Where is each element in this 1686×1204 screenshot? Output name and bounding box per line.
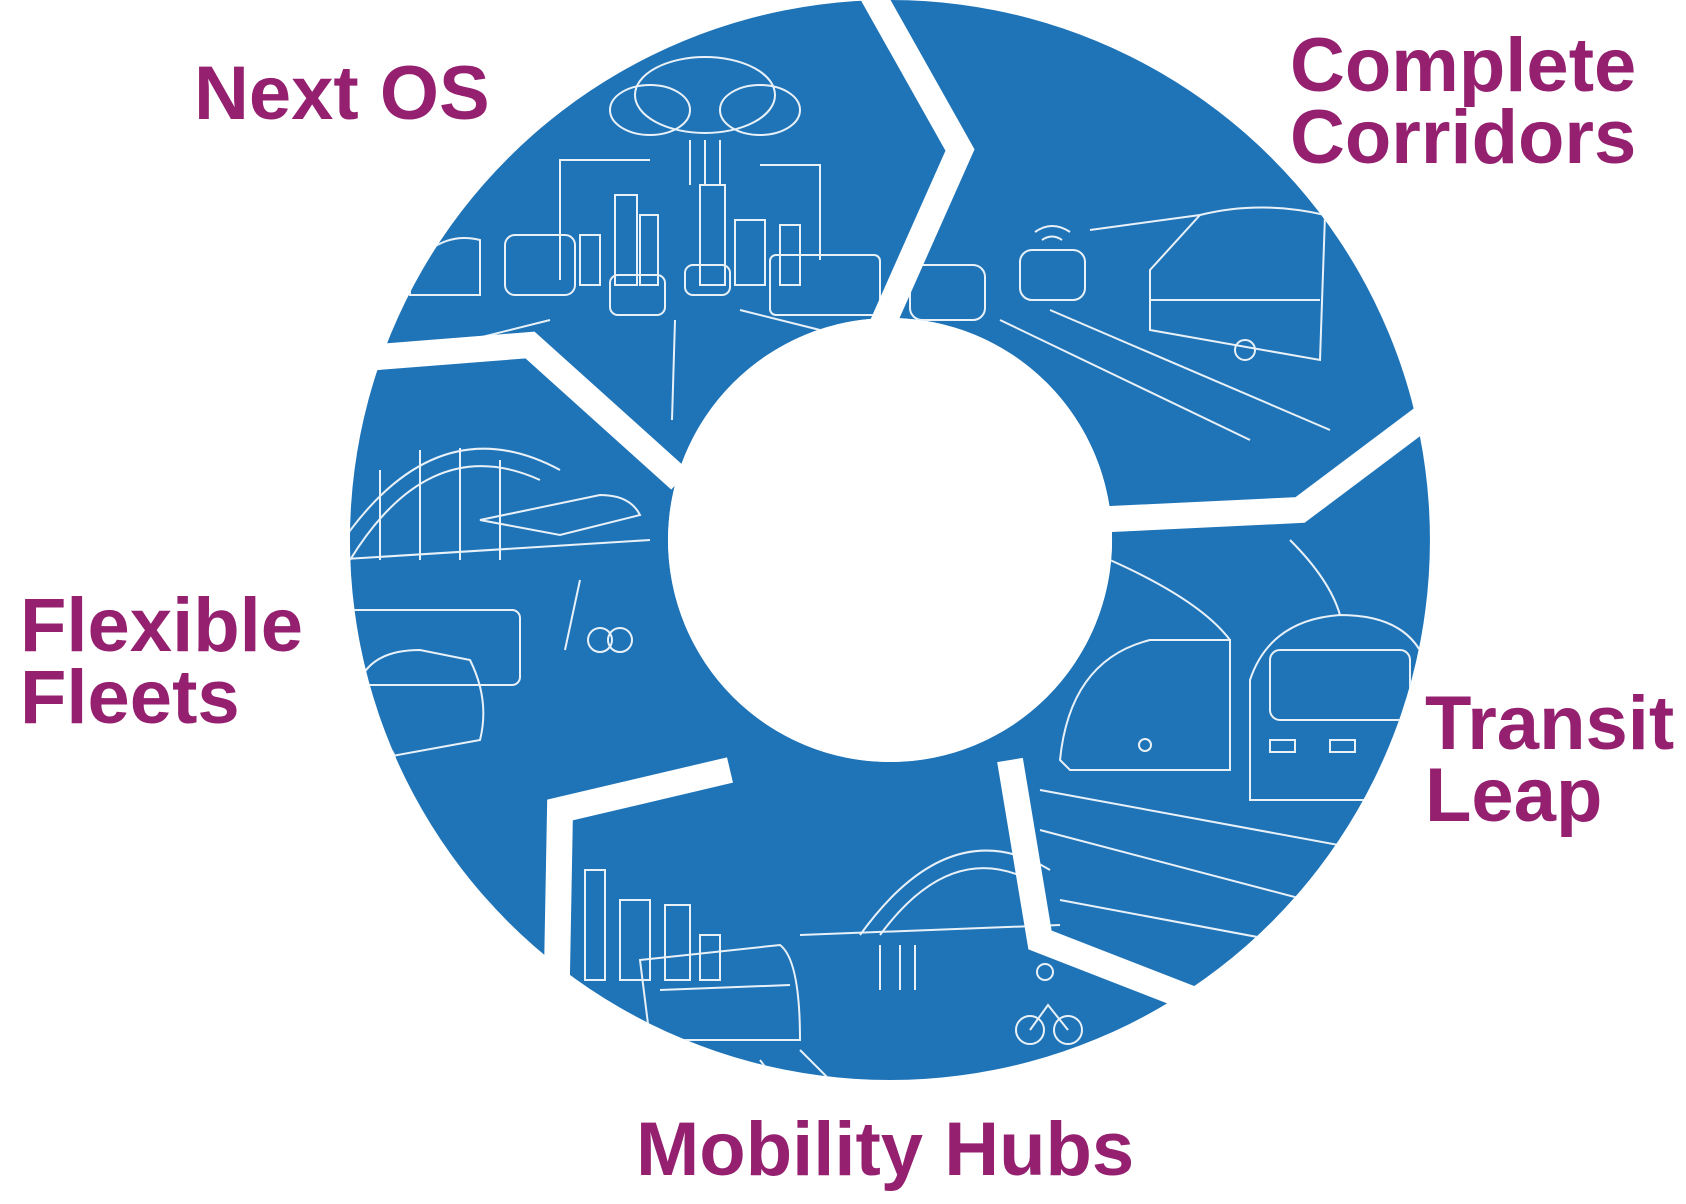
- separator-right: [1089, 394, 1448, 533]
- wheel-center: [668, 318, 1112, 762]
- separator-bottom-right: [997, 757, 1225, 1023]
- label-complete-corridors: Complete Corridors: [1290, 23, 1637, 181]
- ring-segments: [349, 0, 1430, 1080]
- ring-base: [349, 0, 1430, 1080]
- label-transit-leap-line-2: Leap: [1425, 753, 1603, 839]
- segment-separators: [338, 0, 1448, 1081]
- label-next-os: Next OS: [194, 51, 490, 136]
- separator-bottom-left: [542, 757, 733, 1081]
- separator-top: [860, 0, 975, 336]
- shuttle-bridge-scooters-illustration: [349, 447, 651, 991]
- separator-left: [338, 331, 689, 490]
- label-transit-leap: Transit Leap: [1425, 681, 1675, 839]
- label-flexible-fleets-line-1: Flexible: [20, 583, 303, 668]
- city-cloud-data-illustration: [409, 56, 881, 421]
- label-complete-corridors-line-1: Complete: [1290, 23, 1637, 108]
- label-mobility-hubs-line-1: Mobility Hubs: [636, 1107, 1135, 1192]
- label-flexible-fleets-line-2: Fleets: [20, 655, 240, 741]
- label-flexible-fleets: Flexible Fleets: [20, 583, 303, 741]
- label-next-os-line-1: Next OS: [194, 51, 490, 136]
- label-transit-leap-line-1: Transit: [1425, 681, 1675, 766]
- label-complete-corridors-line-2: Corridors: [1290, 95, 1637, 181]
- label-mobility-hubs: Mobility Hubs: [636, 1107, 1135, 1192]
